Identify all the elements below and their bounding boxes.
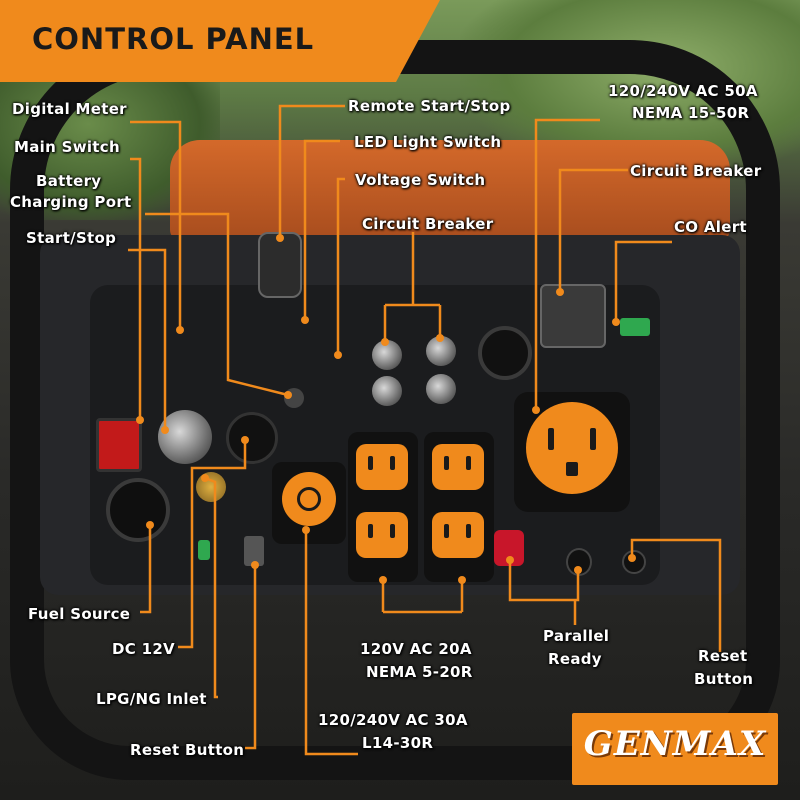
label-20a-1: 120V AC 20A xyxy=(360,640,472,658)
label-co: CO Alert xyxy=(674,218,747,236)
outlet-slot xyxy=(368,456,373,470)
outlet-slot xyxy=(444,524,449,538)
label-start-stop: Start/Stop xyxy=(26,229,117,247)
label-reset-right-1: Reset xyxy=(698,647,748,665)
label-battery-2: Charging Port xyxy=(10,193,132,211)
leader-lpg xyxy=(204,476,218,699)
leader-parallel xyxy=(508,560,580,625)
label-30a-2: L14-30R xyxy=(362,734,434,752)
leader-fuel-source xyxy=(140,525,152,614)
label-digital-meter: Digital Meter xyxy=(12,100,127,118)
outlet-slot xyxy=(590,428,596,450)
outlet-5-20r-4[interactable] xyxy=(432,512,484,558)
leader-co xyxy=(614,240,672,322)
start-stop-button[interactable] xyxy=(158,410,212,464)
label-30a-1: 120/240V AC 30A xyxy=(318,711,468,729)
leader-digital-meter xyxy=(130,120,182,330)
leader-battery-port xyxy=(145,212,289,397)
page-title: CONTROL PANEL xyxy=(32,22,315,56)
status-led-green xyxy=(198,540,210,560)
leader-cb-mid xyxy=(383,232,442,342)
title-banner xyxy=(0,0,440,82)
label-main-switch: Main Switch xyxy=(14,138,120,156)
circuit-breaker-knob-3[interactable] xyxy=(372,376,402,406)
label-fuel-source: Fuel Source xyxy=(28,605,131,623)
label-20a-2: NEMA 5-20R xyxy=(366,663,473,681)
leader-reset-left xyxy=(245,565,257,750)
outlet-slot xyxy=(566,462,578,476)
label-50a-2: NEMA 15-50R xyxy=(632,104,750,122)
label-lpg-ng: LPG/NG Inlet xyxy=(96,690,207,708)
co-alert-indicator xyxy=(620,318,650,336)
outlet-slot xyxy=(368,524,373,538)
brand-logo xyxy=(572,713,778,785)
outlet-slot xyxy=(390,524,395,538)
leader-reset-right xyxy=(630,538,722,652)
leader-start-stop xyxy=(128,248,167,430)
outlet-slot xyxy=(390,456,395,470)
label-remote: Remote Start/Stop xyxy=(348,97,511,115)
dc-12v-socket[interactable] xyxy=(226,412,278,464)
leader-15-50 xyxy=(534,118,600,410)
label-reset-left: Reset Button xyxy=(130,741,245,759)
label-battery-1: Battery xyxy=(36,172,102,190)
usb-port[interactable] xyxy=(478,326,532,380)
outlet-slot xyxy=(466,456,471,470)
main-switch[interactable] xyxy=(96,418,142,472)
label-50a-1: 120/240V AC 50A xyxy=(608,82,758,100)
label-dc-12v: DC 12V xyxy=(112,640,175,658)
label-cb-right: Circuit Breaker xyxy=(630,162,762,180)
label-reset-right-2: Button xyxy=(694,670,754,688)
leader-cb-right xyxy=(558,168,628,292)
label-parallel-1: Parallel xyxy=(543,627,610,645)
leader-remote xyxy=(278,104,345,238)
outlet-slot xyxy=(548,428,554,450)
reset-button-right[interactable] xyxy=(622,550,646,574)
label-parallel-2: Ready xyxy=(548,650,602,668)
leader-30a xyxy=(304,530,358,756)
leader-20a xyxy=(381,580,464,614)
outlet-l14-30r-center xyxy=(297,487,321,511)
outlet-15-50r[interactable] xyxy=(526,402,618,494)
outlet-slot xyxy=(466,524,471,538)
reset-button-left[interactable] xyxy=(244,536,264,566)
brand-logo-text: GENMAX xyxy=(583,724,767,764)
fuel-source-dial[interactable] xyxy=(106,478,170,542)
leader-main-switch xyxy=(130,157,142,420)
circuit-breaker-knob-4[interactable] xyxy=(426,374,456,404)
leader-led xyxy=(303,139,340,320)
outlet-slot xyxy=(444,456,449,470)
label-voltage: Voltage Switch xyxy=(355,171,486,189)
outlet-5-20r-2[interactable] xyxy=(432,444,484,490)
leader-dc-12v xyxy=(178,440,247,649)
lpg-ng-inlet[interactable] xyxy=(196,472,226,502)
label-cb-mid: Circuit Breaker xyxy=(362,215,494,233)
leader-voltage xyxy=(336,177,345,355)
circuit-breaker-right[interactable] xyxy=(540,284,606,348)
label-led: LED Light Switch xyxy=(354,133,502,151)
outlet-5-20r-1[interactable] xyxy=(356,444,408,490)
outlet-5-20r-3[interactable] xyxy=(356,512,408,558)
remote-fob[interactable] xyxy=(258,232,302,298)
